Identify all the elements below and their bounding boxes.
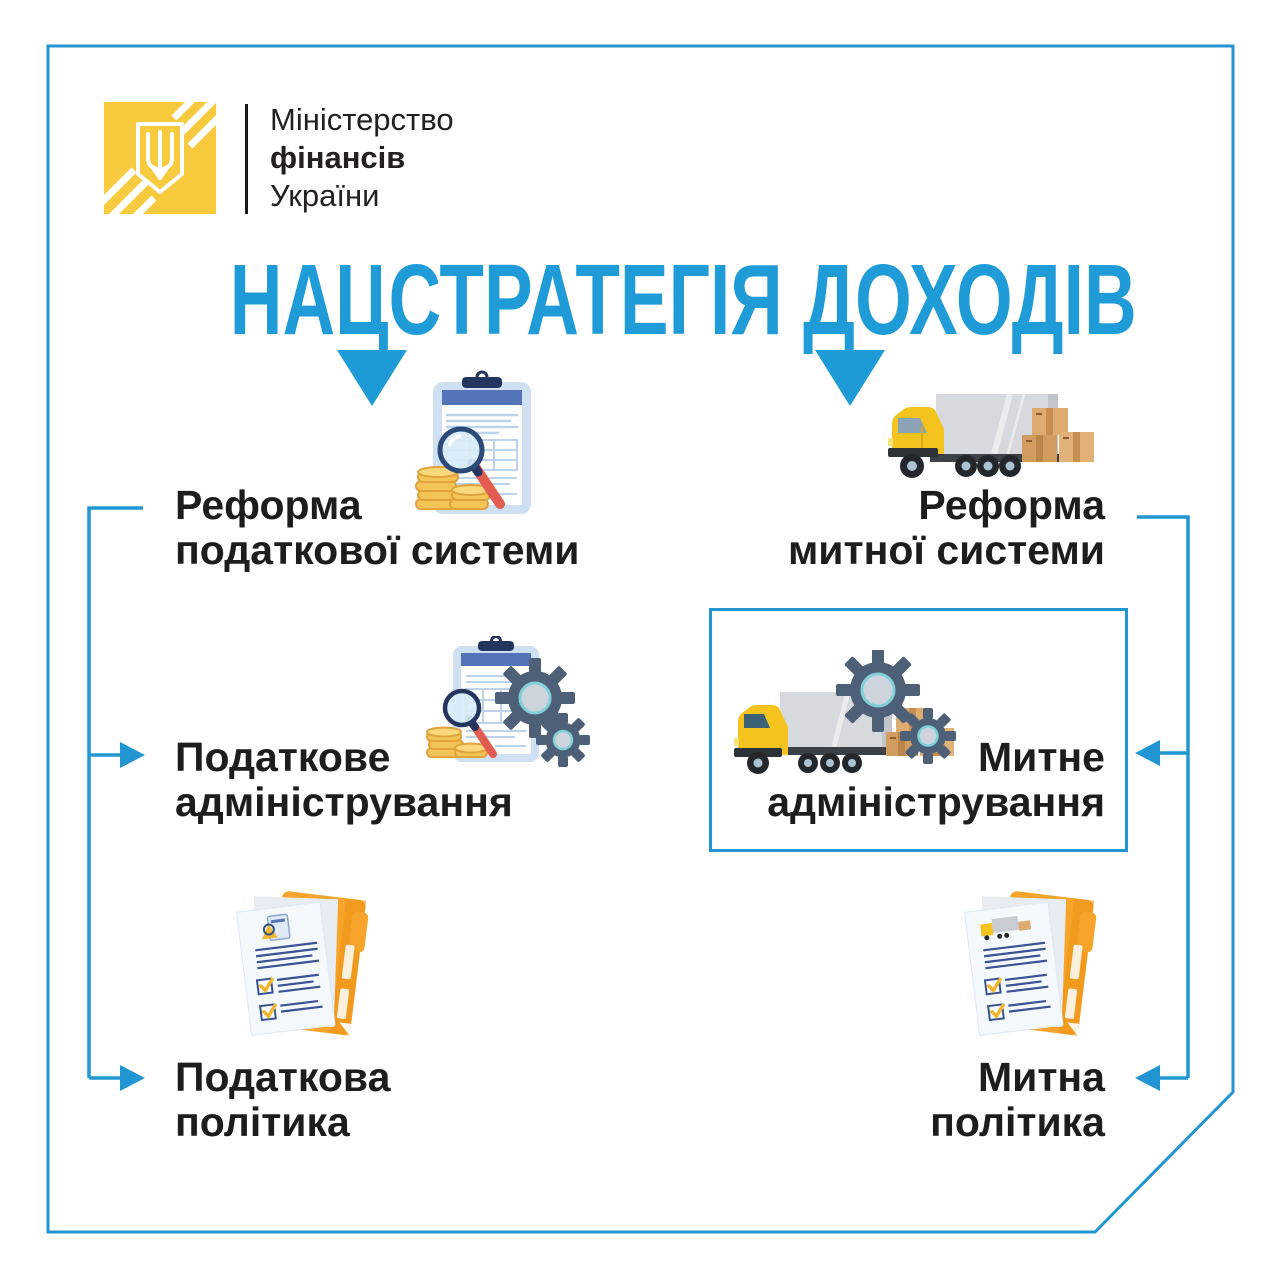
flow-arrow-down-left-icon [337,350,407,406]
flow-arrow-down-right-icon [815,350,885,406]
label-line: Реформа [175,482,362,528]
ministry-logo ukraine-trident-icon [103,102,217,214]
tax-reform-label: Реформа податкової системи [175,483,580,573]
label-line: Податкове [175,734,391,780]
left-connector [87,506,143,1080]
truck-boxes-icon [888,393,1094,478]
label-line: Митне [977,734,1105,780]
gear-large-icon [836,650,920,732]
logo-divider [245,104,248,214]
clipboard-coins-magnifier-icon [415,370,531,514]
customs-reform-label: Реформа митної системи [788,483,1105,573]
folder-documents-icon [236,891,369,1036]
label-line: політика [930,1099,1105,1145]
label-line: Реформа [918,482,1105,528]
truck-gears-icon [734,650,956,774]
clipboard-gears-icon [426,636,590,767]
page-title: НАЦСТРАТЕГІЯ ДОХОДІВ [62,250,1262,350]
label-line: адміністрування [767,779,1105,825]
customs-admin-highlight-box [709,608,1128,852]
label-line: Митна [977,1054,1105,1100]
label-line: політика [175,1099,350,1145]
ministry-name-line: фінансів [270,140,406,175]
customs-policy-label: Митна політика [930,1055,1105,1145]
ministry-name-line: Міністерство [270,102,454,137]
gear-small-icon [900,708,956,764]
label-line: митної системи [787,527,1105,573]
folder-documents-truck-icon [964,891,1097,1036]
left-connector-arrowheads [120,742,145,1091]
right-connector [1137,515,1190,1080]
tax-policy-label: Податкова політика [175,1055,390,1145]
ministry-name-line: України [270,178,380,213]
label-line: Податкова [175,1054,391,1100]
page-border [46,44,1235,1234]
label-line: податкової системи [175,527,580,573]
label-line: адміністрування [175,779,513,825]
tax-admin-label: Податкове адміністрування [175,735,513,825]
gear-large-icon [495,658,575,738]
page-title-text: НАЦСТРАТЕГІЯ ДОХОДІВ [229,244,1137,356]
customs-admin-label: Митне адміністрування [767,735,1105,825]
right-connector-arrowheads [1135,740,1160,1091]
gear-small-icon [536,713,590,767]
ministry-name: Міністерство фінансів України [270,101,454,215]
